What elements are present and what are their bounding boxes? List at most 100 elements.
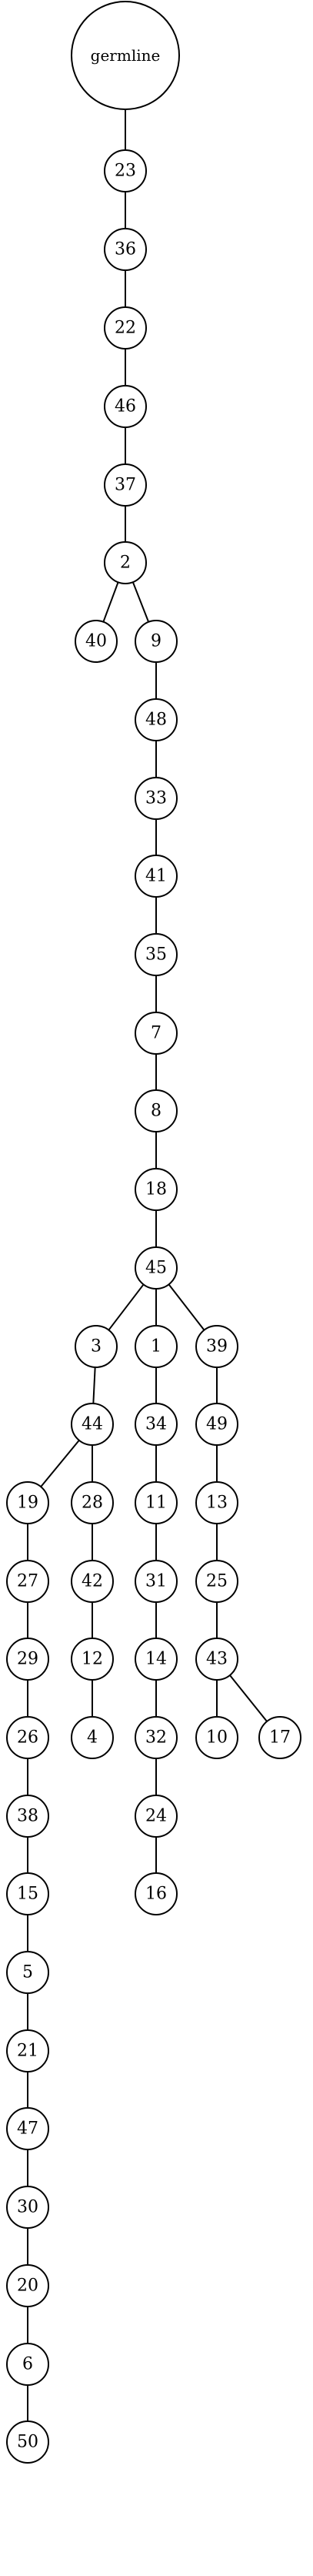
node-circle [71, 1, 180, 110]
tree-node-21: 21 [6, 2029, 49, 2073]
tree-node-12: 12 [71, 1638, 114, 1681]
node-circle [104, 385, 147, 428]
tree-node-46: 46 [104, 385, 147, 428]
tree-node-17: 17 [258, 1716, 301, 1759]
tree-node-6: 6 [6, 2343, 49, 2386]
node-label: 20 [17, 2277, 38, 2296]
node-label: 46 [115, 397, 136, 417]
tree-node-23: 23 [104, 149, 147, 192]
node-circle [135, 1795, 178, 1838]
node-circle [6, 2107, 49, 2150]
node-circle [6, 2420, 49, 2464]
node-circle [195, 1403, 238, 1446]
tree-node-38: 38 [6, 1795, 49, 1838]
node-circle [135, 698, 178, 741]
node-circle [71, 1481, 114, 1524]
node-label: 49 [206, 1415, 228, 1434]
node-label: 2 [120, 554, 131, 573]
node-circle [75, 1325, 118, 1368]
node-label: 22 [115, 319, 136, 338]
tree-node-31: 31 [135, 1560, 178, 1603]
node-label: 32 [145, 1728, 167, 1748]
tree-node-1: 1 [135, 1325, 178, 1368]
node-circle [6, 1481, 49, 1524]
tree-node-14: 14 [135, 1638, 178, 1681]
node-circle [135, 620, 178, 663]
tree-node-24: 24 [135, 1795, 178, 1838]
node-label: 48 [145, 711, 167, 730]
tree-node-25: 25 [195, 1560, 238, 1603]
node-label: 39 [206, 1337, 228, 1357]
node-circle [135, 1403, 178, 1446]
edge-2-9 [132, 581, 150, 623]
node-circle [135, 1012, 178, 1055]
node-circle [135, 1872, 178, 1915]
tree-node-47: 47 [6, 2107, 49, 2150]
node-circle [6, 2029, 49, 2073]
node-label: germline [91, 46, 161, 65]
tree-node-33: 33 [135, 777, 178, 820]
node-circle [195, 1716, 238, 1759]
node-label: 23 [115, 162, 136, 181]
node-label: 21 [17, 2042, 38, 2061]
node-circle [135, 1246, 178, 1290]
node-label: 37 [115, 476, 136, 495]
node-circle [195, 1560, 238, 1603]
node-label: 28 [82, 1494, 103, 1513]
node-circle [6, 2343, 49, 2386]
tree-node-49: 49 [195, 1403, 238, 1446]
tree-node-45: 45 [135, 1246, 178, 1290]
node-circle [104, 149, 147, 192]
node-label: 9 [151, 632, 161, 651]
node-label: 26 [17, 1728, 38, 1748]
tree-node-40: 40 [75, 620, 118, 663]
node-label: 16 [145, 1885, 167, 1904]
node-label: 5 [22, 1963, 33, 1982]
tree-node-7: 7 [135, 1012, 178, 1055]
node-label: 40 [85, 632, 107, 651]
tree-node-36: 36 [104, 228, 147, 271]
node-circle [71, 1560, 114, 1603]
node-circle [135, 1168, 178, 1211]
node-circle [71, 1716, 114, 1759]
tree-node-18: 18 [135, 1168, 178, 1211]
tree-node-22: 22 [104, 306, 147, 350]
tree-node-11: 11 [135, 1481, 178, 1524]
node-label: 6 [22, 2355, 33, 2374]
node-label: 24 [145, 1807, 167, 1826]
tree-node-43: 43 [195, 1638, 238, 1681]
node-label: 12 [82, 1650, 103, 1669]
edge-45-39 [168, 1283, 205, 1331]
tree-node-4: 4 [71, 1716, 114, 1759]
node-label: 4 [87, 1728, 98, 1748]
node-label: 36 [115, 240, 136, 259]
tree-node-26: 26 [6, 1716, 49, 1759]
node-label: 27 [17, 1572, 38, 1591]
node-label: 8 [151, 1102, 161, 1121]
tree-node-44: 44 [71, 1403, 114, 1446]
node-circle [135, 1716, 178, 1759]
tree-node-35: 35 [135, 933, 178, 976]
node-label: 33 [145, 789, 167, 808]
node-circle [135, 1560, 178, 1603]
node-label: 15 [17, 1885, 38, 1904]
node-label: 19 [17, 1494, 38, 1513]
node-label: 44 [82, 1415, 103, 1434]
node-circle [195, 1325, 238, 1368]
tree-node-50: 50 [6, 2420, 49, 2464]
node-circle [6, 1638, 49, 1681]
node-label: 7 [151, 1024, 161, 1043]
node-circle [6, 2186, 49, 2229]
node-circle [104, 541, 147, 584]
node-circle [6, 1951, 49, 1994]
node-label: 17 [269, 1728, 291, 1748]
node-circle [6, 1795, 49, 1838]
node-circle [135, 777, 178, 820]
tree-node-2: 2 [104, 541, 147, 584]
node-label: 35 [145, 945, 167, 965]
tree-node-32: 32 [135, 1716, 178, 1759]
tree-node-28: 28 [71, 1481, 114, 1524]
node-circle [71, 1403, 114, 1446]
tree-node-15: 15 [6, 1872, 49, 1915]
